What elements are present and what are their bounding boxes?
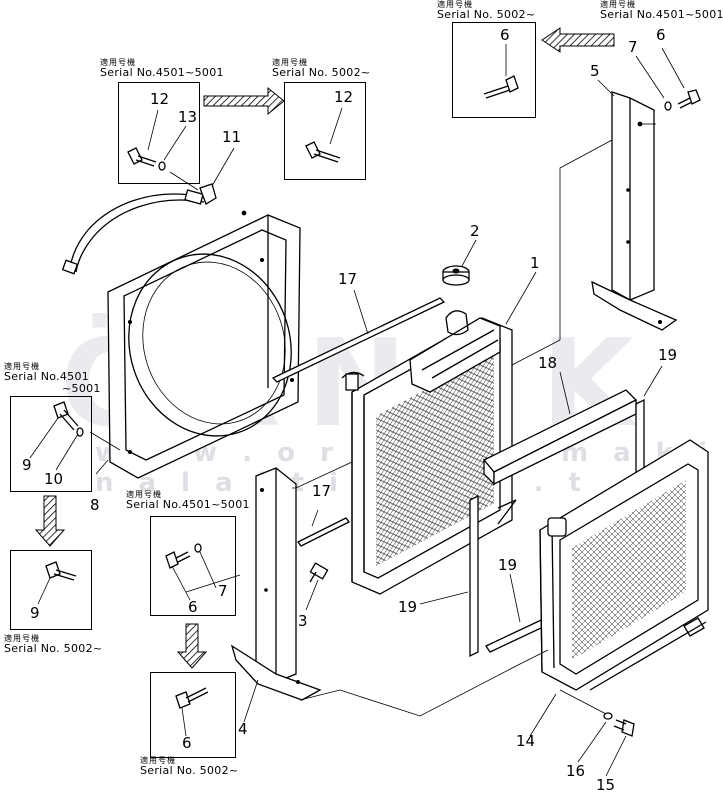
bolt-6-topbox	[483, 75, 519, 99]
caption-mid-left: 適用号機 Serial No.4501 ~5001	[4, 362, 101, 395]
callout-11: 11	[222, 128, 242, 146]
bolt-12-box2	[305, 141, 341, 163]
caption-top-left-right: 適用号機 Serial No. 5002~	[272, 58, 371, 79]
callout-19-lower: 19	[498, 556, 518, 574]
leader-lines	[29, 44, 685, 777]
bolt-15	[603, 712, 635, 737]
callout-6-bottombox: 6	[182, 734, 192, 752]
callout-1: 1	[530, 254, 540, 272]
inset-box-bolt-9-old	[10, 396, 92, 492]
inset-box-bolt-12-new	[284, 82, 366, 180]
caption-center: 適用号機 Serial No.4501~5001	[126, 490, 250, 511]
ground-cable	[61, 183, 217, 275]
inset-box-bolt-6-new	[452, 22, 536, 118]
callout-17-top: 17	[338, 270, 358, 288]
drain-cock-3	[309, 562, 329, 583]
bolt-9-box	[53, 401, 84, 437]
callout-10: 10	[44, 470, 64, 488]
callout-19-vertical: 19	[398, 598, 418, 616]
bolt-6-right	[664, 89, 701, 111]
callout-6-right: 6	[656, 26, 666, 44]
inset-box-bolt-12-old	[118, 82, 200, 184]
hatched-arrows	[34, 27, 615, 669]
seal-19-vertical	[469, 494, 479, 658]
bolt-9-lower	[45, 561, 77, 581]
seal-strip-17-lower	[297, 517, 350, 547]
radiator-core	[341, 310, 517, 595]
caption-bottom-center: 適用号機 Serial No. 5002~	[140, 756, 239, 777]
caption-top-right-right: 適用号機 Serial No.4501~5001	[600, 0, 723, 21]
seal-18	[482, 389, 638, 486]
callout-7-right: 7	[628, 38, 638, 56]
callout-9-box: 9	[22, 456, 32, 474]
callout-18: 18	[538, 354, 558, 372]
seal-strip-17-top	[271, 297, 446, 383]
bolt-6-centerbox	[165, 543, 202, 569]
callout-2: 2	[470, 222, 480, 240]
cooler-14	[539, 439, 709, 691]
callout-6-topbox: 6	[500, 26, 510, 44]
assembly-lines	[89, 123, 656, 717]
callout-19-right: 19	[658, 346, 678, 364]
callout-15: 15	[596, 776, 616, 792]
caption-bottom-left: 適用号機 Serial No. 5002~	[4, 634, 103, 655]
callout-6-centerbox: 6	[188, 598, 198, 616]
bolt-12-box1	[127, 147, 166, 171]
inset-box-bolt-6-bottom	[150, 672, 236, 758]
bolt-6-bottombox	[175, 687, 209, 709]
callout-17-lower: 17	[312, 482, 332, 500]
bracket-5	[591, 91, 678, 331]
inset-box-bolt-9-new	[10, 550, 92, 630]
callout-9-lower: 9	[30, 604, 40, 622]
callout-12-box2: 12	[334, 88, 354, 106]
callout-5: 5	[590, 62, 600, 80]
callout-3: 3	[298, 612, 308, 630]
callout-14: 14	[516, 732, 536, 750]
inset-box-bolt-6-old	[150, 516, 236, 616]
callout-12-box1: 12	[150, 90, 170, 108]
callout-8: 8	[90, 496, 100, 514]
radiator-cap	[442, 265, 470, 286]
callout-16: 16	[566, 762, 586, 780]
bracket-4	[230, 467, 322, 701]
fan-shroud	[107, 210, 301, 479]
caption-top-right-left: 適用号機 Serial No. 5002~	[437, 0, 536, 21]
callout-13: 13	[178, 108, 198, 126]
callout-7-centerbox: 7	[218, 582, 228, 600]
caption-top-left-left: 適用号機 Serial No.4501~5001	[100, 58, 224, 79]
callout-4: 4	[238, 720, 248, 738]
